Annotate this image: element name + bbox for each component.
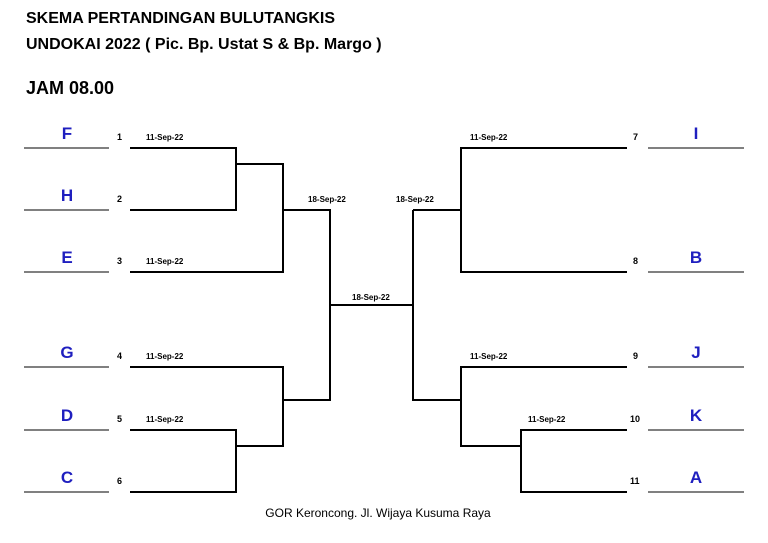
- match-5-6: [130, 429, 237, 493]
- match-date: 11-Sep-22: [146, 352, 184, 361]
- final-date: 18-Sep-22: [352, 293, 390, 302]
- team-name: I: [694, 124, 699, 143]
- match-12-3: [130, 163, 284, 273]
- team-name: D: [61, 406, 73, 425]
- team-name: K: [690, 406, 703, 425]
- team-name: H: [61, 186, 73, 205]
- match-10-11: [520, 429, 627, 493]
- team-name: A: [690, 468, 702, 487]
- match-9-1011: [460, 366, 627, 447]
- bracket-subtitle: UNDOKAI 2022 ( Pic. Bp. Ustat S & Bp. Ma…: [26, 36, 382, 53]
- match-date: 18-Sep-22: [396, 195, 434, 204]
- slot-number: 5: [117, 414, 122, 424]
- round-dates: 18-Sep-22 18-Sep-22 18-Sep-22: [308, 195, 434, 302]
- match-7-8: [460, 147, 627, 273]
- match-date: 18-Sep-22: [308, 195, 346, 204]
- team-name: B: [690, 248, 702, 267]
- slot-number: 8: [633, 256, 638, 266]
- match-4-56: [130, 366, 284, 447]
- match-date: 11-Sep-22: [146, 133, 184, 142]
- match-date: 11-Sep-22: [146, 257, 184, 266]
- slot-number: 11: [630, 476, 640, 486]
- slot-number: 1: [117, 132, 122, 142]
- match-time: JAM 08.00: [26, 78, 115, 98]
- team-name: E: [61, 248, 72, 267]
- bracket-title: SKEMA PERTANDINGAN BULUTANGKIS: [26, 10, 336, 27]
- venue-text: GOR Keroncong. Jl. Wijaya Kusuma Raya: [265, 506, 491, 520]
- slot-number: 4: [117, 351, 122, 361]
- match-date: 11-Sep-22: [146, 415, 184, 424]
- venue-footer: GOR Keroncong. Jl. Wijaya Kusuma Raya: [0, 506, 768, 520]
- right-semifinal: [412, 210, 461, 401]
- match-1-2: [130, 147, 237, 211]
- bracket-lines: [24, 147, 744, 493]
- team-name: C: [61, 468, 73, 487]
- right-slots: 11-Sep-22 7 I 8 B 11-Sep-22 9 J 11-Sep-2…: [470, 124, 703, 487]
- slot-number: 2: [117, 194, 122, 204]
- left-semifinal: [283, 209, 331, 401]
- slot-number: 7: [633, 132, 638, 142]
- team-name: J: [691, 343, 700, 362]
- team-name: G: [60, 343, 73, 362]
- match-date: 11-Sep-22: [470, 133, 508, 142]
- bracket-paths: [130, 147, 627, 493]
- slot-number: 3: [117, 256, 122, 266]
- left-slots: F 1 11-Sep-22 H 2 E 3 11-Sep-22 G 4 11-S…: [60, 124, 184, 487]
- match-date: 11-Sep-22: [470, 352, 508, 361]
- team-name: F: [62, 124, 72, 143]
- slot-number: 6: [117, 476, 122, 486]
- slot-number: 10: [630, 414, 640, 424]
- slot-number: 9: [633, 351, 638, 361]
- match-date: 11-Sep-22: [528, 415, 566, 424]
